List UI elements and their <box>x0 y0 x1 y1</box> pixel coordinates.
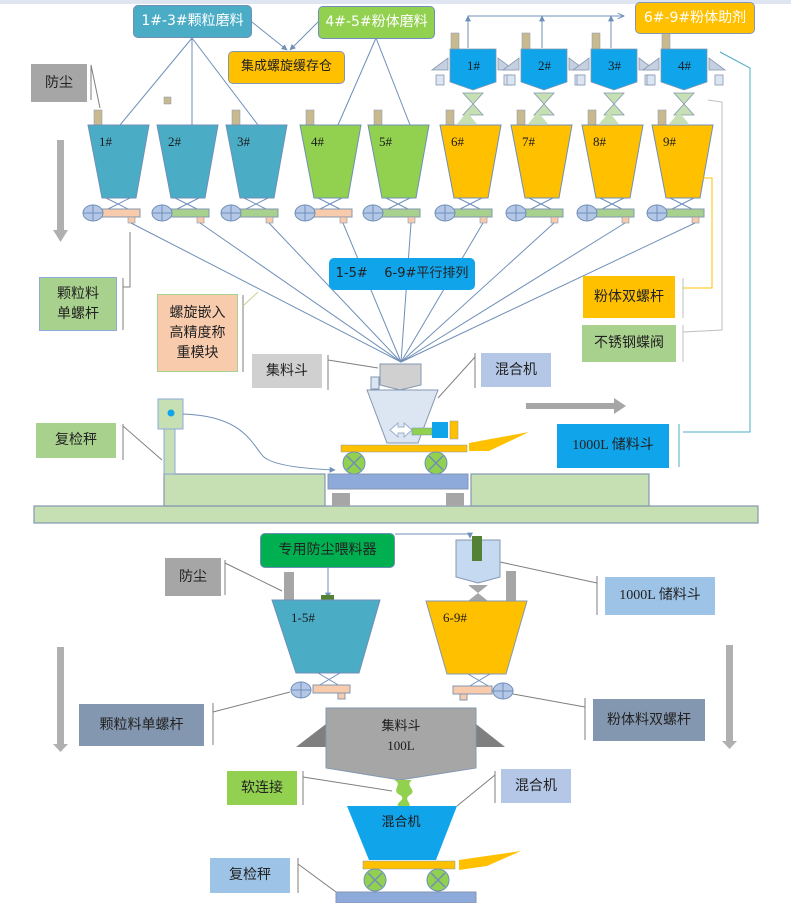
small-hopper: 1# <box>430 32 516 116</box>
soft-connection-label: 软连接 <box>227 771 297 805</box>
powder-mill-label: 4#-5#粉体磨料 <box>318 6 435 39</box>
main-hopper: 4# <box>294 109 362 224</box>
feed-line <box>400 222 412 363</box>
hopper-grain-id: 1-5# <box>291 610 315 625</box>
lower-connectors <box>212 532 598 893</box>
hopper-id: 1# <box>99 134 113 149</box>
dust-feeder-label: 专用防尘喂料器 <box>260 533 395 568</box>
parallel-label: 1-5# 6-9#平行排列 <box>329 258 475 290</box>
collector-hopper-upper <box>370 363 422 391</box>
feed-lines <box>130 222 696 363</box>
collector-title: 集料斗 <box>381 718 420 734</box>
feed-line <box>400 222 696 363</box>
right-brackets <box>678 51 751 467</box>
small-hopper-id: 2# <box>538 58 552 73</box>
hopper-id: 3# <box>237 134 251 149</box>
small-hopper: 2# <box>501 32 587 116</box>
feed-line <box>268 222 402 363</box>
feed-line <box>400 222 555 363</box>
main-hopper: 6# <box>434 109 502 224</box>
collector-label-upper: 集料斗 <box>252 354 322 388</box>
feed-line <box>400 222 484 363</box>
collector-hopper-lower: 集料斗 100L <box>296 707 505 781</box>
main-hopper: 5# <box>362 109 430 224</box>
additive-label: 6#-9#粉体助剂 <box>635 2 755 34</box>
main-hopper: 8# <box>576 109 644 224</box>
mixer-label-lower: 混合机 <box>501 769 571 803</box>
main-hopper: 9# <box>646 109 714 224</box>
powder-twin-screw-label: 粉体双螺杆 <box>583 276 675 318</box>
right-arrow <box>526 398 626 414</box>
soft-connection <box>394 780 413 808</box>
single-screw-label: 颗粒料 单螺杆 <box>39 277 117 331</box>
small-hopper-id: 3# <box>608 58 622 73</box>
feed-line <box>130 222 402 363</box>
mill-connectors <box>119 16 624 126</box>
mixer-upper <box>340 389 529 475</box>
hopper-id: 7# <box>522 134 536 149</box>
hopper-powder-id: 6-9# <box>443 610 467 625</box>
buffer-bin-label: 集成螺旋缓存仓 <box>228 51 345 84</box>
main-hopper-row: 1# 2# 3# 4# 5# 6# 7# 8# 9# <box>82 96 714 224</box>
hopper-grain-lower: 1-5# <box>271 572 381 700</box>
small-hopper: 3# <box>571 32 657 116</box>
hopper-id: 2# <box>168 134 182 149</box>
down-arrow-lower-right <box>722 645 737 749</box>
down-arrow-lower-left <box>53 647 68 752</box>
hopper-powder-lower: 6-9# <box>425 536 528 701</box>
hopper-id: 5# <box>379 134 393 149</box>
butterfly-valve-label: 不锈钢蝶阀 <box>582 325 676 362</box>
weighing-module-label: 螺旋嵌入 高精度称 重模块 <box>157 294 238 372</box>
down-arrow-upper <box>53 140 68 242</box>
powder-screw-label: 粉体料双螺杆 <box>593 699 705 741</box>
hopper-id: 9# <box>663 134 677 149</box>
small-hopper: 4# <box>641 32 727 116</box>
mixer-lower: 混合机 <box>335 806 521 903</box>
hopper-id: 4# <box>311 134 325 149</box>
left-brackets <box>90 64 476 461</box>
small-hopper-id: 1# <box>467 58 481 73</box>
dust-label-lower: 防尘 <box>165 558 221 596</box>
mixer-body-label: 混合机 <box>381 815 420 830</box>
main-hopper: 3# <box>220 109 288 224</box>
small-hopper-id: 4# <box>678 58 692 73</box>
feed-line <box>199 222 402 363</box>
dust-label-upper: 防尘 <box>31 64 87 102</box>
collector-volume: 100L <box>387 738 415 753</box>
hopper-id: 8# <box>593 134 607 149</box>
grain-screw-label: 颗粒料单螺杆 <box>79 704 204 746</box>
recheck-scale-label-upper: 复检秤 <box>36 423 116 458</box>
top-strip <box>0 0 791 4</box>
small-hopper-row: 1# 2# 3# 4# <box>430 32 727 116</box>
grain-mill-label: 1#-3#颗粒磨料 <box>133 5 252 38</box>
storage-hopper-label-lower: 1000L 储料斗 <box>605 577 715 615</box>
storage-hopper-label-upper: 1000L 储料斗 <box>557 424 669 468</box>
mixer-label-upper: 混合机 <box>481 353 551 387</box>
scale-platform-upper <box>33 398 759 524</box>
feed-line <box>400 222 626 363</box>
recheck-scale-label-lower: 复检秤 <box>210 858 290 893</box>
main-hopper: 2# <box>151 96 219 224</box>
main-hopper: 7# <box>505 109 573 224</box>
main-hopper: 1# <box>82 109 150 224</box>
feed-line <box>342 222 402 363</box>
hopper-id: 6# <box>451 134 465 149</box>
